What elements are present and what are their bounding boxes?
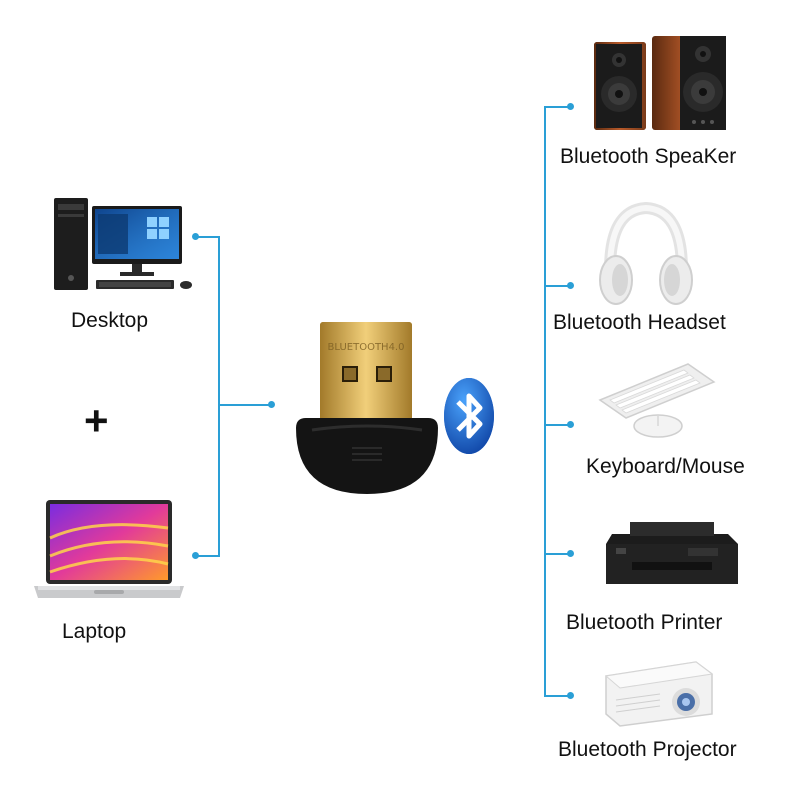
projector-icon <box>600 656 716 730</box>
right-connector-dot-headset <box>567 282 574 289</box>
left-connector-adapter <box>218 404 270 406</box>
left-connector-laptop <box>196 555 220 557</box>
right-connector-projector <box>544 695 570 697</box>
keyboard-mouse-icon <box>596 360 716 442</box>
left-connector-dot-laptop <box>192 552 199 559</box>
right-connector-dot-printer <box>567 550 574 557</box>
right-connector-vertical <box>544 106 546 696</box>
adapter-chip-text: BLUETOOTH4.0 <box>328 342 405 353</box>
device-label-headset: Bluetooth Headset <box>553 311 726 334</box>
desktop-label: Desktop <box>71 309 149 332</box>
right-connector-dot-projector <box>567 692 574 699</box>
left-connector-vertical <box>218 236 220 556</box>
plus-sign: + <box>84 397 109 444</box>
right-connector-headset <box>544 285 570 287</box>
speaker-icon <box>590 32 730 134</box>
printer-icon <box>602 514 742 590</box>
desktop-icon <box>52 192 198 294</box>
device-label-printer: Bluetooth Printer <box>566 611 723 634</box>
bluetooth-adapter-icon: BLUETOOTH4.0 <box>292 318 442 498</box>
right-connector-keyboard <box>544 424 570 426</box>
right-connector-printer <box>544 553 570 555</box>
right-connector-speaker <box>544 106 570 108</box>
laptop-label: Laptop <box>62 620 127 643</box>
device-label-speaker: Bluetooth SpeaKer <box>560 145 737 168</box>
left-connector-desktop <box>196 236 220 238</box>
laptop-icon <box>34 498 184 604</box>
bluetooth-icon <box>442 376 496 456</box>
left-connector-dot-adapter <box>268 401 275 408</box>
device-label-projector: Bluetooth Projector <box>558 738 737 761</box>
headset-icon <box>596 200 696 308</box>
device-label-keyboard-mouse: Keyboard/Mouse <box>586 455 745 478</box>
right-connector-dot-keyboard <box>567 421 574 428</box>
right-connector-dot-speaker <box>567 103 574 110</box>
left-connector-dot-desktop <box>192 233 199 240</box>
